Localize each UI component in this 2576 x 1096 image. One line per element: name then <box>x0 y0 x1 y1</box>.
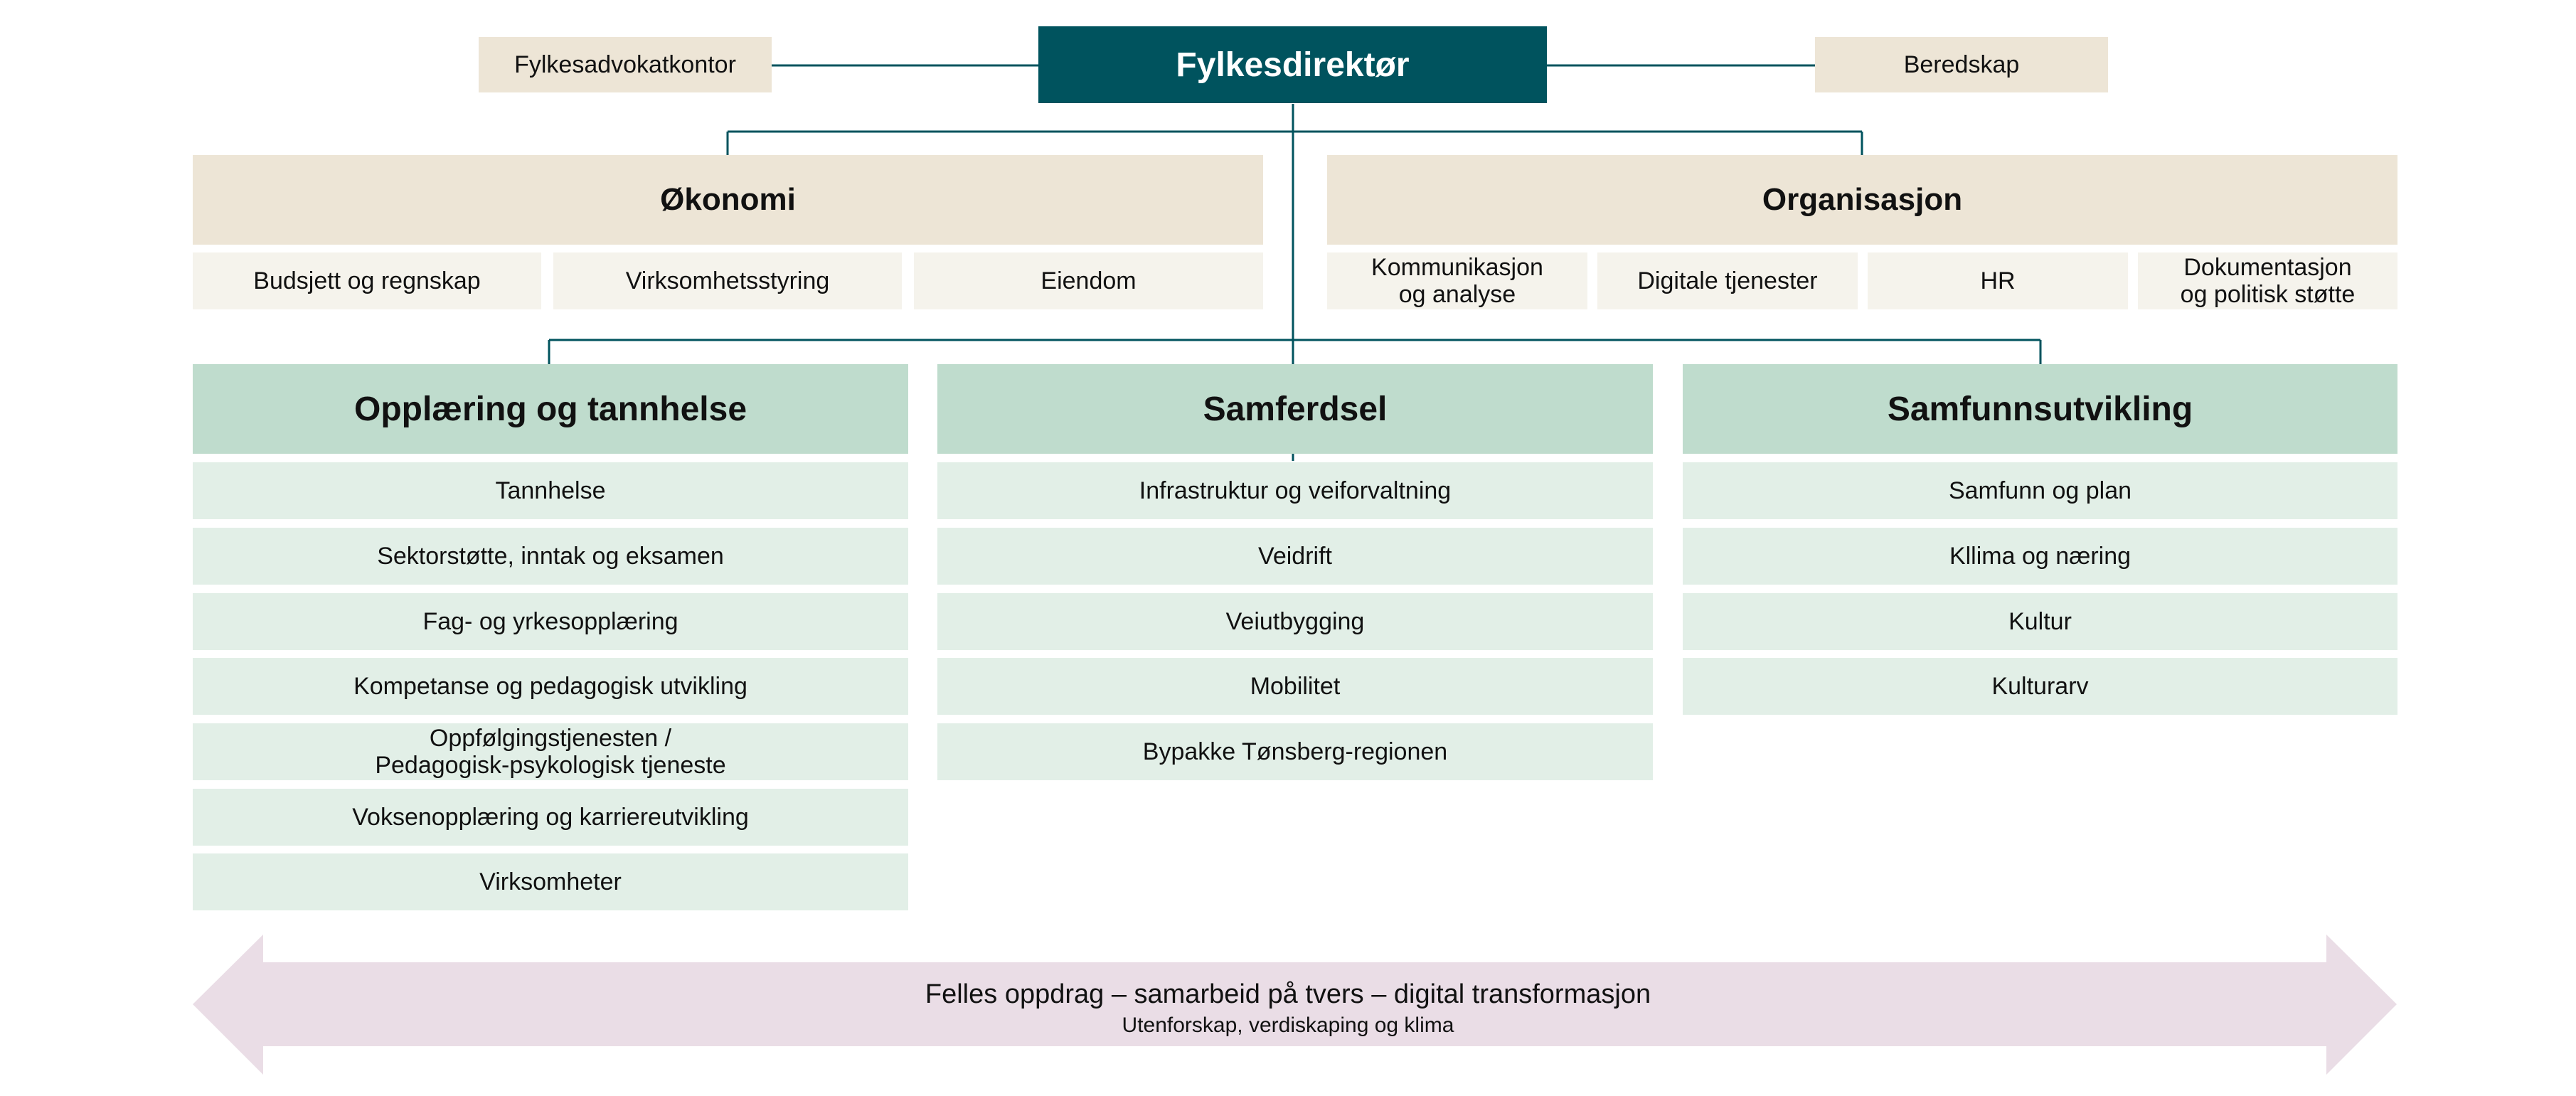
division-unit: Tannhelse <box>193 462 908 519</box>
division-unit: Kompetanse og pedagogisk utvikling <box>193 658 908 715</box>
division-header-community-development: Samfunnsutvikling <box>1683 364 2397 454</box>
division-header-education-dental: Opplæring og tannhelse <box>193 364 908 454</box>
banner-main-text: Felles oppdrag – samarbeid på tvers – di… <box>925 979 1651 1009</box>
staff-unit: Budsjett og regnskap <box>193 252 541 309</box>
division-header-transport: Samferdsel <box>937 364 1653 454</box>
staff-header-economy: Økonomi <box>193 155 1263 245</box>
staff-unit: Kommunikasjon og analyse <box>1327 252 1587 309</box>
division-unit: Oppfølgingstjenesten / Pedagogisk-psykol… <box>193 723 908 780</box>
division-unit: Fag- og yrkesopplæring <box>193 593 908 650</box>
staff-unit: Eiendom <box>914 252 1263 309</box>
county-attorney-office: Fylkesadvokatkontor <box>479 37 772 92</box>
division-unit: Kulturarv <box>1683 658 2397 715</box>
staff-unit: Virksomhetsstyring <box>553 252 902 309</box>
banner-sub-text: Utenforskap, verdiskaping og klima <box>1122 1013 1454 1037</box>
division-unit: Sektorstøtte, inntak og eksamen <box>193 528 908 585</box>
emergency-preparedness: Beredskap <box>1815 37 2108 92</box>
division-unit: Kultur <box>1683 593 2397 650</box>
division-unit: Bypakke Tønsberg-regionen <box>937 723 1653 780</box>
division-unit: Samfunn og plan <box>1683 462 2397 519</box>
staff-unit: Dokumentasjon og politisk støtte <box>2138 252 2397 309</box>
division-unit: Kllima og næring <box>1683 528 2397 585</box>
staff-unit: HR <box>1868 252 2128 309</box>
division-unit: Virksomheter <box>193 853 908 910</box>
shared-mission-arrow <box>193 935 2397 1075</box>
division-unit: Veidrift <box>937 528 1653 585</box>
division-unit: Infrastruktur og veiforvaltning <box>937 462 1653 519</box>
staff-header-organisation: Organisasjon <box>1327 155 2397 245</box>
division-unit: Voksenopplæring og karriereutvikling <box>193 789 908 846</box>
division-unit: Mobilitet <box>937 658 1653 715</box>
staff-unit: Digitale tjenester <box>1597 252 1858 309</box>
division-unit: Veiutbygging <box>937 593 1653 650</box>
county-director: Fylkesdirektør <box>1038 26 1547 103</box>
